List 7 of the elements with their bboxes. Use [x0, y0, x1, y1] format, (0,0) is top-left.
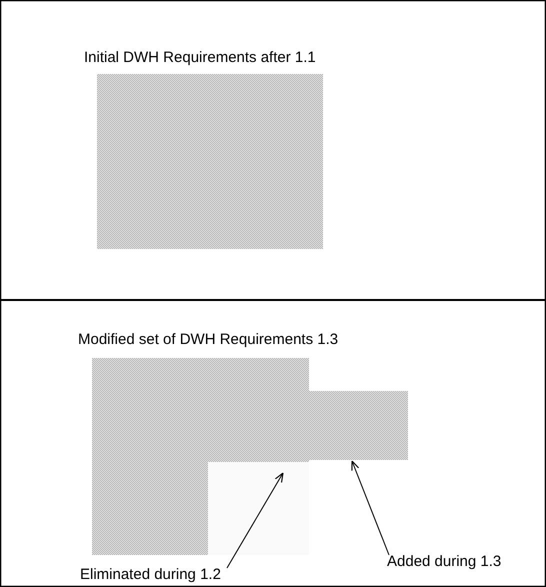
added-area: [309, 391, 408, 460]
annotation-text: Added during 1.3: [387, 553, 515, 570]
leader-arrow: [226, 472, 284, 568]
heading-text: Initial DWH Requirements after 1.1: [84, 49, 316, 66]
annotation-text: Eliminated during 1.2: [80, 566, 228, 583]
leader-arrow: [351, 460, 390, 556]
heading-text: Modified set of DWH Requirements 1.3: [78, 331, 338, 348]
